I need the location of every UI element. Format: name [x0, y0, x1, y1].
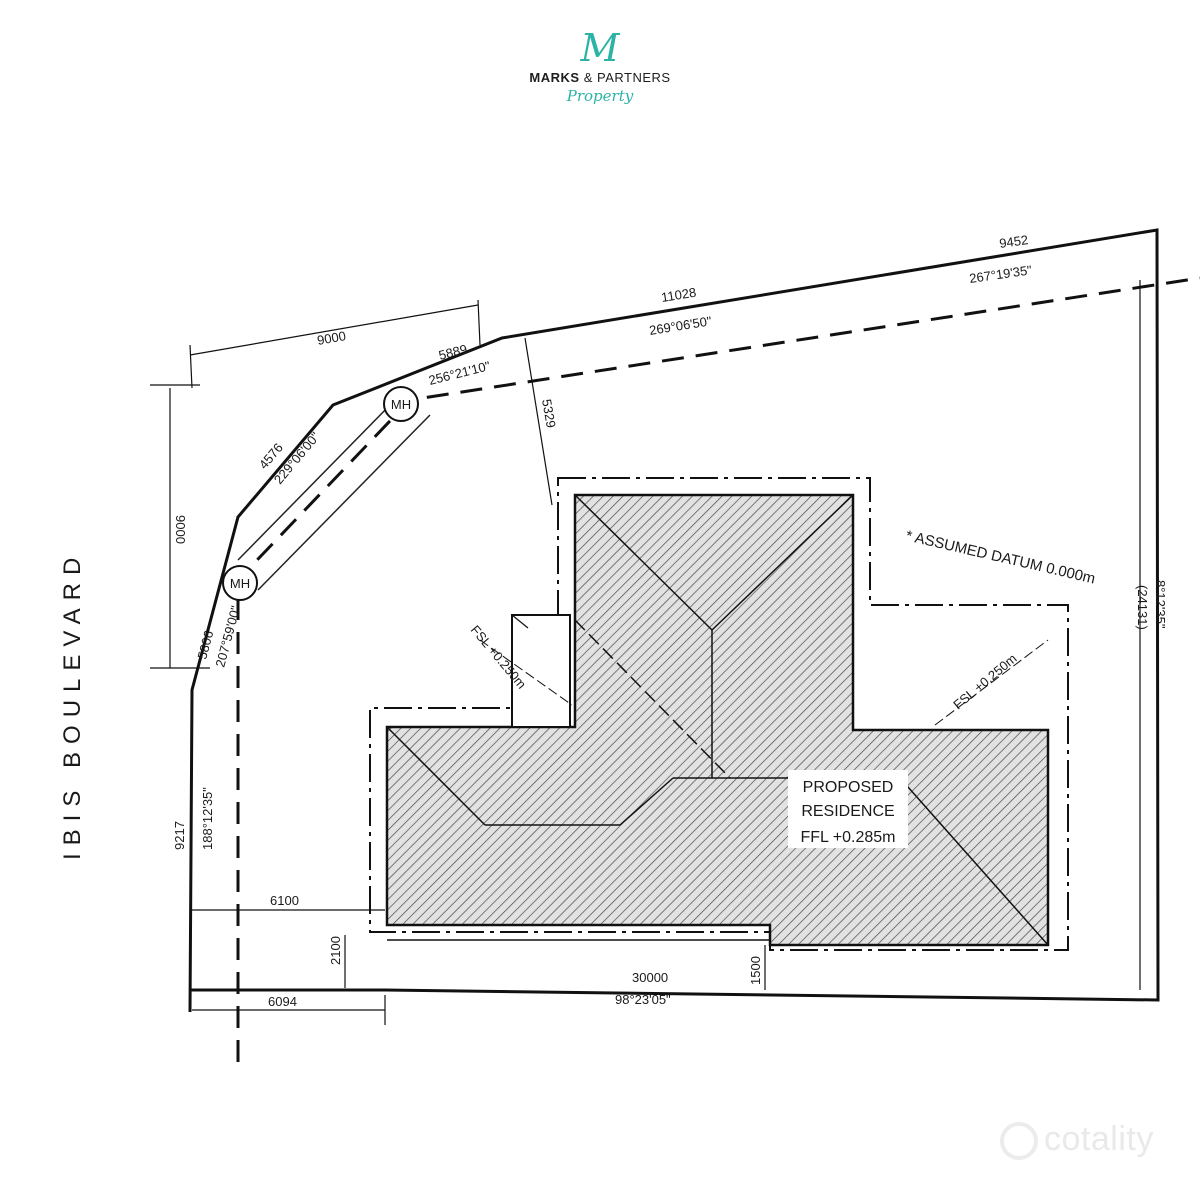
dim-corner-length: 5889 — [437, 341, 469, 363]
dim-top-right-length: 9452 — [998, 232, 1029, 251]
fsl-right-leader — [934, 639, 1049, 726]
dim-top-mid-length: 11028 — [660, 285, 697, 305]
dim-top-left-length: 9000 — [316, 328, 347, 348]
dim-setback-2100: 2100 — [328, 936, 343, 965]
dim-setback-1500: 1500 — [748, 956, 763, 985]
residence-label-line2: RESIDENCE — [801, 803, 894, 820]
cotality-logo-icon — [1000, 1122, 1038, 1161]
dim-offset-top: 5329 — [539, 398, 559, 429]
watermark-text: cotality — [1044, 1120, 1154, 1158]
logo-initial: M — [580, 26, 620, 70]
dim-right-side-length: (24131) — [1135, 585, 1150, 630]
brand-tagline: Property — [566, 87, 634, 105]
sewer-line — [236, 276, 1200, 1062]
manhole-upper: MH — [383, 386, 419, 422]
brand-name: MARKS & PARTNERS — [505, 70, 695, 85]
dim-top-right-bearing: 267°19'35" — [968, 262, 1033, 286]
watermark: cotality — [1000, 1120, 1154, 1161]
residence-label-line1: PROPOSED — [803, 779, 894, 796]
manhole-lower: MH — [222, 565, 258, 601]
dim-left-side-length: 9217 — [172, 821, 187, 850]
brand-name-bold: MARKS — [529, 70, 580, 85]
lot-boundary — [188, 228, 1160, 1013]
fsl-right-note: FSL +0.250m — [950, 651, 1019, 713]
easement-line-2 — [237, 404, 391, 561]
dim-lower-diag-length: 5806 — [194, 629, 216, 661]
brand-logo: M MARKS & PARTNERS Property — [505, 28, 695, 138]
brand-name-rest: & PARTNERS — [583, 70, 671, 85]
dim-top-mid-bearing: 269°06'50" — [648, 313, 713, 338]
dim-left-vertical: 9000 — [173, 515, 188, 544]
manhole-label: MH — [391, 397, 411, 412]
street-name: IBIS BOULEVARD — [59, 550, 86, 860]
residence-label-line3: FFL +0.285m — [800, 829, 895, 846]
dim-right-side-bearing: 8°12'35" — [1153, 580, 1168, 629]
manhole-label: MH — [230, 576, 250, 591]
dim-bottom-bearing: 98°23'05" — [615, 992, 671, 1007]
dim-left-side-bearing: 188°12'35" — [200, 787, 215, 850]
dimension-lines — [150, 280, 1141, 1025]
proposed-residence: PROPOSED RESIDENCE FFL +0.285m — [369, 477, 1069, 951]
fsl-left-leader — [479, 639, 573, 706]
dim-setback-6094: 6094 — [268, 994, 297, 1009]
datum-note: * ASSUMED DATUM 0.000m — [904, 527, 1097, 587]
dim-setback-6100: 6100 — [270, 893, 299, 908]
dim-bottom-length: 30000 — [632, 970, 668, 985]
easement-line — [257, 414, 431, 591]
